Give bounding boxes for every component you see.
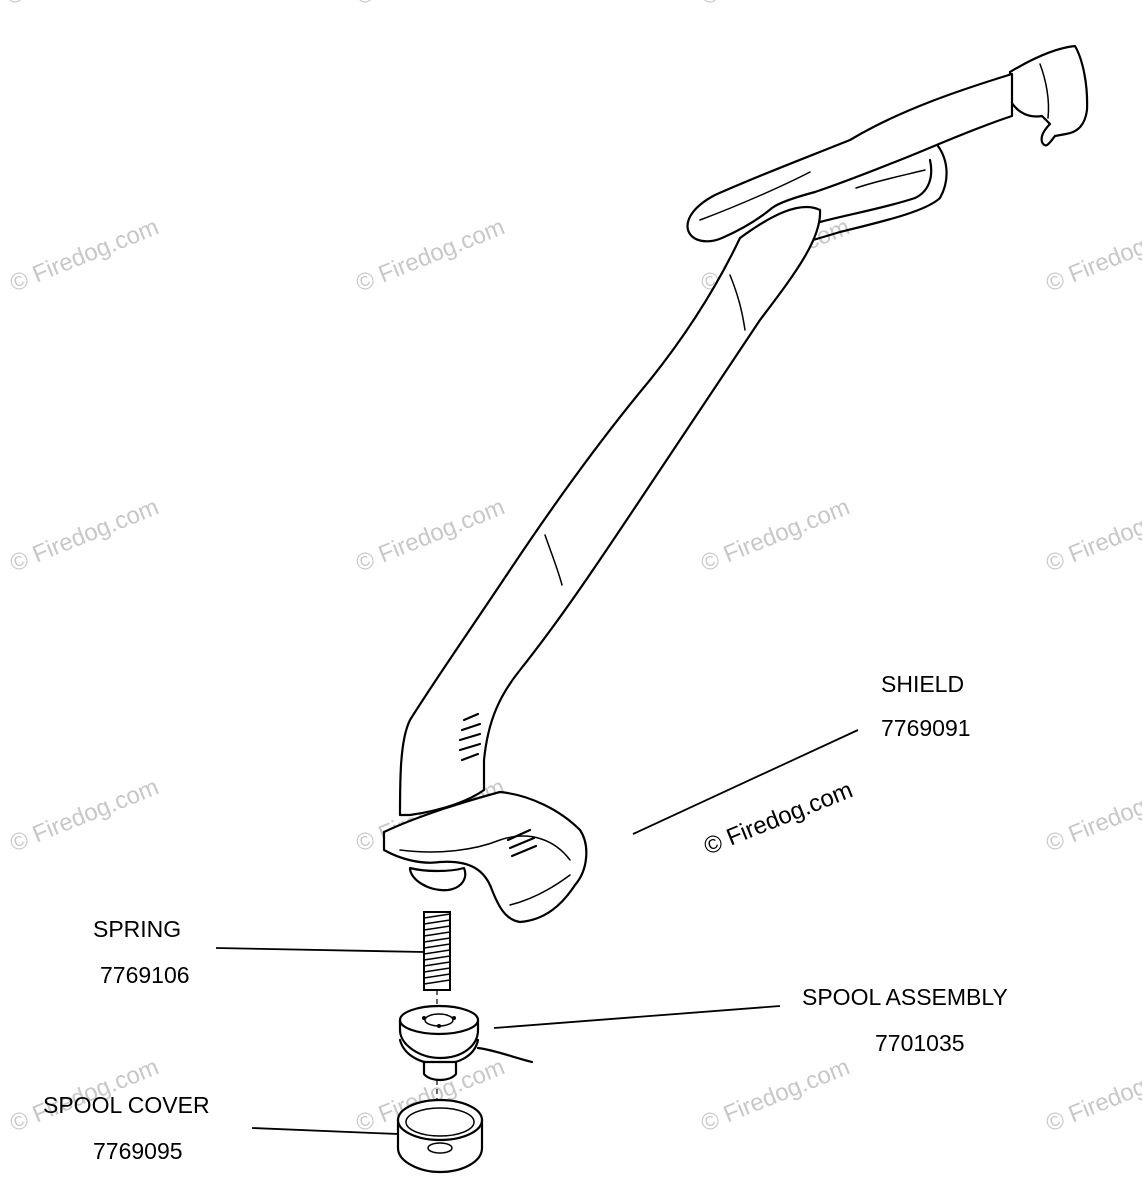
- watermark-text: © Firedog.com: [697, 1053, 853, 1137]
- grip-highlight: [699, 171, 811, 221]
- spindle-hub: [408, 866, 467, 892]
- copyright-watermark: © Firedog.com: [700, 776, 856, 860]
- watermark-text: © Firedog.com: [6, 213, 162, 297]
- watermark-text: © Firedog.com: [697, 493, 853, 577]
- spool-cover-leader-line: [251, 1127, 399, 1135]
- handle-grip: [686, 72, 1014, 243]
- callout-shield: SHIELD 7769091: [881, 671, 971, 741]
- watermark-text: © Firedog.com: [1042, 773, 1142, 857]
- watermark-text: © Firedog.com: [352, 0, 508, 11]
- watermark-text: © Firedog.com: [352, 493, 508, 577]
- shield-edge: [509, 874, 571, 906]
- watermark-text: © Firedog.com: [2, 0, 158, 11]
- shield-leader-line: [632, 729, 859, 835]
- part-name: SHIELD: [881, 671, 964, 697]
- part-name: SPOOL COVER: [43, 1092, 210, 1118]
- spool-assembly-leader-line: [493, 1005, 781, 1029]
- part-number: 7769095: [93, 1138, 183, 1164]
- watermark-text: © Firedog.com: [1042, 1053, 1142, 1137]
- spool-cover-illustration: [396, 1098, 484, 1174]
- trimmer-illustration: [382, 44, 1089, 924]
- part-number: 7769106: [100, 962, 190, 988]
- watermark-text: © Firedog.com: [6, 493, 162, 577]
- trimmer-line: [476, 1046, 534, 1064]
- callout-spool-cover: SPOOL COVER 7769095: [43, 1092, 210, 1164]
- spring-leader-line: [215, 947, 425, 953]
- part-name: SPOOL ASSEMBLY: [802, 984, 1008, 1010]
- shaft-seam-upper: [729, 274, 746, 331]
- shield-ribs: [506, 828, 538, 858]
- watermark-text: © Firedog.com: [352, 213, 508, 297]
- part-name: SPRING: [93, 916, 181, 942]
- part-number: 7701035: [875, 1030, 965, 1056]
- trigger-guard-inner: [818, 158, 933, 224]
- cap-seam: [1039, 63, 1050, 119]
- spool-assembly-illustration: [398, 1004, 534, 1082]
- watermark-text: © Firedog.com: [6, 773, 162, 857]
- shaft-seam-lower: [544, 534, 563, 586]
- shield-guard: [382, 790, 588, 924]
- main-shaft: [398, 205, 822, 817]
- trigger: [855, 169, 926, 189]
- watermark-text: © Firedog.com: [1042, 213, 1142, 297]
- part-number: 7769091: [881, 715, 971, 741]
- callout-spool-assembly: SPOOL ASSEMBLY 7701035: [802, 984, 1008, 1056]
- callout-spring: SPRING 7769106: [93, 916, 190, 988]
- vent-slots: [458, 712, 482, 762]
- shield-rim: [399, 835, 571, 861]
- watermark-text: © Firedog.com: [1042, 493, 1142, 577]
- spring-illustration: [423, 911, 451, 991]
- watermark-text: © Firedog.com: [697, 0, 853, 11]
